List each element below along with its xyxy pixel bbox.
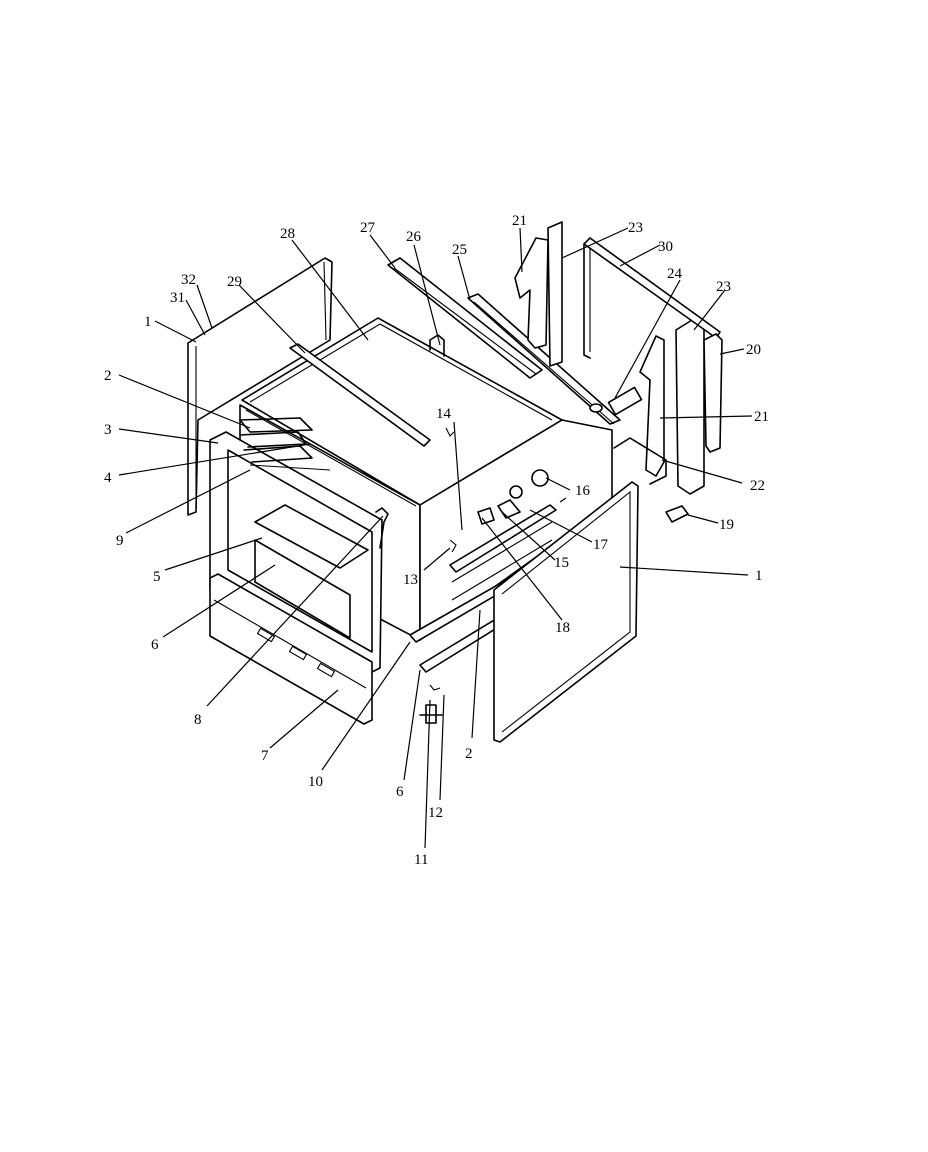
callout-8: 8 <box>194 712 202 728</box>
small-bracket <box>665 505 689 523</box>
callout-29: 29 <box>227 274 242 290</box>
rear-vertical-channels <box>514 221 705 495</box>
callout-12: 12 <box>428 805 443 821</box>
callout-19: 19 <box>719 517 734 533</box>
callout-22: 22 <box>750 478 765 494</box>
kick-panel <box>209 573 373 725</box>
callout-17: 17 <box>593 537 609 553</box>
callout-21b: 21 <box>754 409 769 425</box>
callout-28: 28 <box>280 226 295 242</box>
terminal-block <box>589 386 643 416</box>
leveling-leg <box>419 684 443 724</box>
callout-23: 23 <box>628 220 643 236</box>
callout-6: 6 <box>151 637 159 653</box>
callout-10: 10 <box>308 774 323 790</box>
part-drawings <box>187 221 723 743</box>
callout-7: 7 <box>261 748 269 764</box>
callout-16: 16 <box>575 483 591 499</box>
callout-labels: 1 1 2 2 3 4 5 6 6 7 8 9 10 11 12 13 14 1… <box>104 213 769 868</box>
rear-cover <box>703 333 723 453</box>
lower-access-panel <box>254 539 351 639</box>
rear-top-trim <box>387 257 543 379</box>
callout-20: 20 <box>746 342 761 358</box>
oven-bottom <box>254 504 369 569</box>
callout-2: 2 <box>104 368 112 384</box>
broiler-rails <box>239 417 331 471</box>
callout-2b: 2 <box>465 746 473 762</box>
right-side-panel <box>493 481 639 743</box>
callout-6b: 6 <box>396 784 404 800</box>
callout-9: 9 <box>116 533 124 549</box>
callout-11: 11 <box>414 852 428 868</box>
callout-3: 3 <box>104 422 112 438</box>
callout-32: 32 <box>181 272 196 288</box>
callout-13: 13 <box>403 572 418 588</box>
rear-panel <box>467 293 621 425</box>
callout-31: 31 <box>170 290 185 306</box>
callout-27: 27 <box>360 220 376 236</box>
left-side-panel <box>187 257 333 516</box>
callout-25: 25 <box>452 242 467 258</box>
rear-bracket <box>613 437 667 485</box>
callout-14: 14 <box>436 406 452 422</box>
callout-24: 24 <box>667 266 683 282</box>
callout-26: 26 <box>406 229 422 245</box>
leader-lines <box>118 227 753 849</box>
callout-23b: 23 <box>716 279 731 295</box>
callout-4: 4 <box>104 470 112 486</box>
callout-1: 1 <box>144 314 152 330</box>
callout-18: 18 <box>555 620 570 636</box>
callout-21: 21 <box>512 213 527 229</box>
rear-frame <box>583 237 721 359</box>
callout-5: 5 <box>153 569 161 585</box>
top-front-trim <box>289 343 431 447</box>
callout-1b: 1 <box>755 568 763 584</box>
callout-15: 15 <box>554 555 569 571</box>
door-hinge-bracket <box>375 507 389 549</box>
callout-30: 30 <box>658 239 673 255</box>
